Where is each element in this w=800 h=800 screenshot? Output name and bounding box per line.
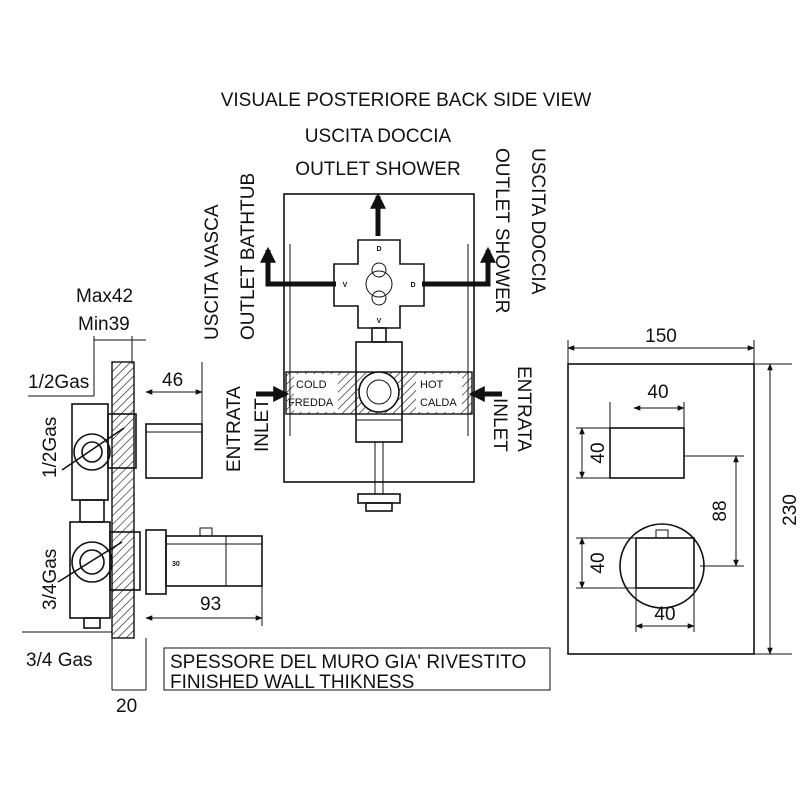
cold-label-it: FREDDA [288,397,334,409]
diverter-port-bottom [371,290,387,306]
left-inlet-label-en: INLET [252,398,273,452]
front-view: 150 230 40 40 88 40 [567,326,800,655]
left-outlet-label-it: USCITA VASCA [202,204,223,340]
top-handle-h-label: 40 [588,442,609,463]
upper-connection-outer [73,433,111,471]
bottom-pipe-stub [83,617,101,629]
side-view: Max42 Min39 1/2Gas 46 1/2Gas 3/4Gas [22,286,551,717]
right-outlet-label-it: USCITA DOCCIA [527,148,548,295]
front-bottom-rosette [619,523,705,609]
hot-label-en: HOT [420,379,444,391]
dim-93-label: 93 [200,594,221,615]
diverter-connector [371,327,387,343]
diverter-letter-left: V [343,282,348,289]
back-plate [283,193,475,483]
right-outlet-label-en: OUTLET SHOWER [491,148,512,313]
hot-label-it: CALDA [420,397,457,409]
upper-handle [145,423,203,479]
lower-handle-flange [145,529,167,595]
wall-thickness-box [163,647,551,691]
bottom-conn-label-2: 3/4 Gas [26,650,93,671]
right-outlet-arrow [422,246,497,287]
width-dim-label: 150 [645,326,677,347]
dim-20-label: 20 [116,696,137,717]
cold-label-bg [294,374,338,412]
bottom-handle-w-label: 40 [654,604,675,625]
lower-handle [165,535,263,587]
height-dim-label: 230 [780,494,800,526]
bottom-conn-label-1: 3/4Gas [40,549,61,610]
lower-valve-neck [109,531,141,591]
front-top-handle [609,427,685,479]
top-outlet-label-it: USCITA DOCCIA [305,126,452,147]
top-outlet-label-en: OUTLET SHOWER [295,159,460,180]
diverter-letter-right: D [410,282,415,289]
front-plate [567,363,755,655]
wall-label-en: FINISHED WALL THIKNESS [170,672,414,693]
lower-connection-outer [71,541,113,583]
mixer-cartridge-inner [366,379,392,405]
left-outlet-label-en: OUTLET BATHTUB [238,173,259,340]
min-depth-label: Min39 [78,314,130,335]
diverter-port-top [371,262,387,278]
spindle-base [357,493,401,504]
lower-handle-nub [199,527,213,537]
spindle-foot [365,502,393,512]
diverter-rotor-icon [365,270,393,298]
right-inlet-label-en: INLET [489,398,510,452]
diverter-letter-bottom: V [377,318,382,325]
wall-section [111,361,135,639]
spacing-dim-label: 88 [710,500,731,521]
right-inlet-label-it: ENTRATA [513,366,534,452]
middle-stem [79,499,105,523]
mixer-cartridge [358,371,400,413]
front-bottom-handle [635,537,695,589]
left-outlet-arrow [259,246,336,287]
upper-connection-leader [61,427,125,471]
lower-connection-leader [57,541,123,583]
back-side-view: USCITA DOCCIA OUTLET SHOWER USCITA VASCA… [202,126,548,512]
lower-connection-inner [79,549,105,575]
wall-label-it: SPESSORE DEL MURO GIA' RIVESTITO [170,652,526,673]
dim-46-label: 46 [162,370,183,391]
max-depth-label: Max42 [76,286,133,307]
scale-mark: 30 [172,561,180,568]
hot-label-bg [416,374,462,412]
diverter-body [333,239,425,329]
upper-valve-neck [107,413,137,469]
top-conn-label-1: 1/2Gas [28,372,89,393]
upper-connection-inner [81,441,103,463]
top-handle-w-label: 40 [647,382,668,403]
cold-label-en: COLD [296,379,327,391]
left-inlet-label-it: ENTRATA [224,386,245,472]
top-conn-label-2: 1/2Gas [40,417,61,478]
front-bottom-handle-nub [655,529,669,539]
diverter-letter-top: D [376,246,381,253]
drawing-title: VISUALE POSTERIORE BACK SIDE VIEW [221,90,592,111]
bottom-handle-h-label: 40 [588,552,609,573]
